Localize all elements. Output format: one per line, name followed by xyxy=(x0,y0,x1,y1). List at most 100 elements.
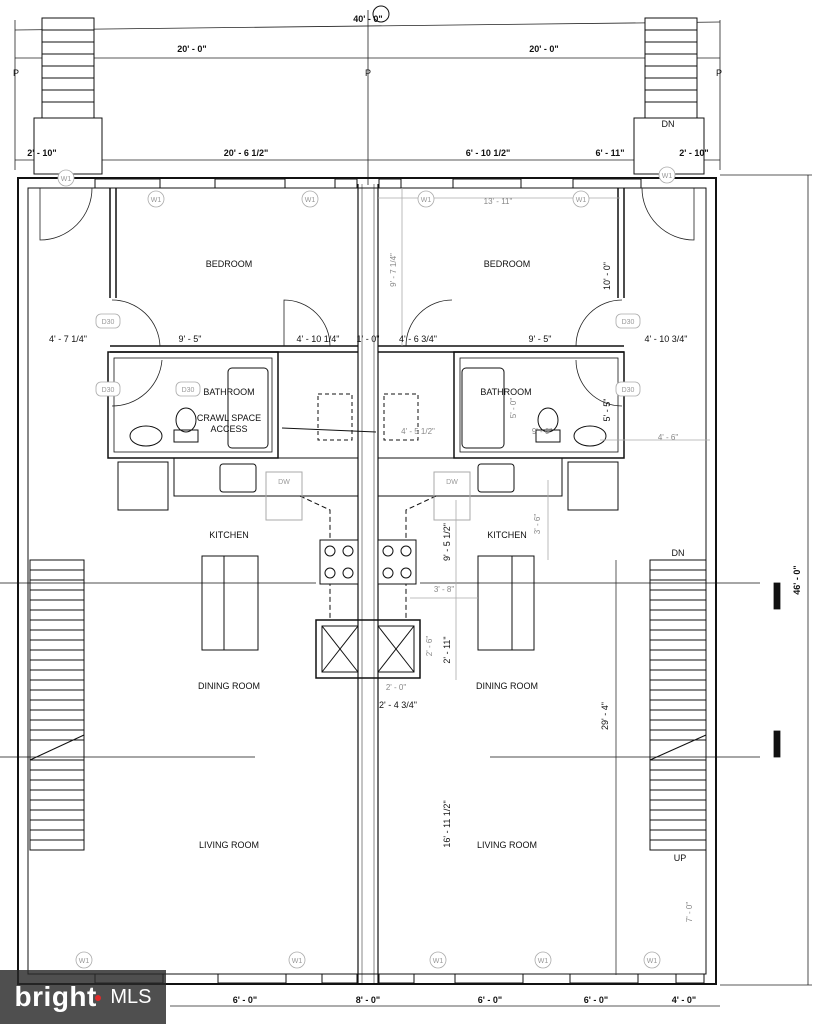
dim-bed-right-depth-b: 10' - 0" xyxy=(602,262,612,290)
door-tag-3: D30 xyxy=(102,387,115,394)
room-living-left: LIVING ROOM xyxy=(199,840,259,850)
dim-stoop-left: 2' - 10" xyxy=(27,148,56,158)
stoop-dn-label: DN xyxy=(662,119,675,129)
chimney-icon xyxy=(315,619,421,679)
window-tag-11: W1 xyxy=(647,958,658,965)
exterior-walls xyxy=(17,177,717,985)
bathroom-right-walls xyxy=(453,351,625,459)
dim-right-front-b: 6' - 11" xyxy=(596,148,625,158)
window-tag-5: W1 xyxy=(61,176,72,183)
dim-right-side-depth: 29' - 4" xyxy=(600,702,610,730)
logo-suffix: MLS xyxy=(110,985,152,1008)
dim-left-unit: 20' - 0" xyxy=(177,44,206,54)
dishwasher-right: DW xyxy=(446,479,458,486)
crawl-space-block xyxy=(277,351,455,459)
kitchen-islands xyxy=(201,555,535,651)
dim-bath-right-a: 5' - 0" xyxy=(509,398,518,419)
dim-bed-right-width: 13' - 11" xyxy=(484,197,513,206)
front-windows xyxy=(94,178,642,189)
window-tag-2: W1 xyxy=(305,197,316,204)
room-bathroom-right: BATHROOM xyxy=(480,387,531,397)
dim-bath-right-c: 9' - 0" xyxy=(532,427,553,436)
window-tag-9: W1 xyxy=(433,958,444,965)
window-tag-1: W1 xyxy=(151,197,162,204)
dim-right-front-a: 6' - 10 1/2" xyxy=(466,148,510,158)
dim-rear-c: 6' - 0" xyxy=(478,995,502,1005)
dim-chimney-a: 2' - 6" xyxy=(425,636,434,657)
logo-word: bright xyxy=(14,981,97,1012)
window-tag-10: W1 xyxy=(538,958,549,965)
dim-kitchen-a: 3' - 6" xyxy=(533,514,542,535)
room-bathroom-left: BATHROOM xyxy=(203,387,254,397)
dim-hall-left-c: 4' - 10 1/4" xyxy=(297,334,340,344)
room-kitchen-left: KITCHEN xyxy=(209,530,249,540)
stair-dn-label: DN xyxy=(672,548,685,558)
dim-living-depth: 16' - 11 1/2" xyxy=(442,800,452,847)
dim-overall-depth: 46' - 0" xyxy=(792,565,802,594)
dim-chimney-b: 2' - 11" xyxy=(442,636,452,663)
stair-left xyxy=(29,559,85,851)
window-tag-3: W1 xyxy=(421,197,432,204)
front-stoop-left xyxy=(33,17,103,175)
bathroom-left-walls xyxy=(107,351,279,459)
room-dining-right: DINING ROOM xyxy=(476,681,538,691)
range-left-icon xyxy=(319,539,359,585)
dim-hall-left-b: 9' - 5" xyxy=(179,334,202,344)
dim-rear-a: 6' - 0" xyxy=(233,995,257,1005)
dim-rear-d: 6' - 0" xyxy=(584,995,608,1005)
dim-hall-right-b: 9' - 5" xyxy=(529,334,552,344)
dishwasher-left: DW xyxy=(278,479,290,486)
room-bedroom-right: BEDROOM xyxy=(484,259,531,269)
room-crawl-space-line1: CRAWL SPACE xyxy=(197,413,261,423)
dim-kitchen-c: 3' - 8" xyxy=(434,585,455,594)
dim-right-unit: 20' - 0" xyxy=(529,44,558,54)
dim-party-wall: 1' - 0" xyxy=(357,334,380,344)
window-tags xyxy=(57,166,676,969)
brightmls-logo: bright ● MLS xyxy=(0,970,166,1024)
dim-stoop-right: 2' - 10" xyxy=(679,148,708,158)
property-line-center: P xyxy=(365,68,371,78)
room-crawl-space-line2: ACCESS xyxy=(210,424,247,434)
door-tag-4: D30 xyxy=(622,319,635,326)
dim-overall-width: 40' - 0" xyxy=(353,14,382,24)
door-tags xyxy=(95,313,641,397)
window-tag-4: W1 xyxy=(576,197,587,204)
dim-rear-stair: 7' - 0" xyxy=(685,902,694,923)
dim-kitchen-b: 9' - 5 1/2" xyxy=(442,523,452,561)
door-swings xyxy=(39,187,695,407)
party-wall xyxy=(357,184,379,984)
room-kitchen-right: KITCHEN xyxy=(487,530,527,540)
dim-chimney-d: 2' - 4 3/4" xyxy=(379,700,417,710)
dim-crawl-width: 4' - 5 1/2" xyxy=(401,427,435,436)
kitchen-counters xyxy=(117,457,619,620)
dim-bath-right-b: 5' - 5" xyxy=(602,399,612,422)
bedroom-walls xyxy=(109,188,625,353)
property-line-left: P xyxy=(13,68,19,78)
range-right-icon xyxy=(377,539,417,585)
right-dimension-lines xyxy=(615,174,812,986)
dim-chimney-c: 2' - 0" xyxy=(386,683,407,692)
stair-up-label: UP xyxy=(674,853,687,863)
dim-bed-right-depth-a: 9' - 7 1/4" xyxy=(389,253,398,287)
dim-hall-right-c: 4' - 10 3/4" xyxy=(645,334,688,344)
stair-right xyxy=(649,559,707,851)
rear-windows xyxy=(94,973,705,984)
window-tag-8: W1 xyxy=(292,958,303,965)
dim-rear-e: 4' - 0" xyxy=(672,995,696,1005)
door-tag-2: D30 xyxy=(182,387,195,394)
dim-rear-b: 8' - 0" xyxy=(356,995,380,1005)
door-tag-1: D30 xyxy=(102,319,115,326)
room-dining-left: DINING ROOM xyxy=(198,681,260,691)
room-bedroom-left: BEDROOM xyxy=(206,259,253,269)
property-line-right: P xyxy=(716,68,722,78)
dim-bath-right-d: 4' - 6" xyxy=(658,433,679,442)
window-tag-7: W1 xyxy=(79,958,90,965)
top-dimension-lines xyxy=(14,10,721,185)
door-tag-5: D30 xyxy=(622,387,635,394)
dim-hall-right-a: 4' - 6 3/4" xyxy=(399,334,437,344)
dim-hall-left-a: 4' - 7 1/4" xyxy=(49,334,87,344)
front-stoop-right xyxy=(633,17,705,175)
window-tag-6: W1 xyxy=(662,173,673,180)
section-marker-icon xyxy=(372,5,390,23)
